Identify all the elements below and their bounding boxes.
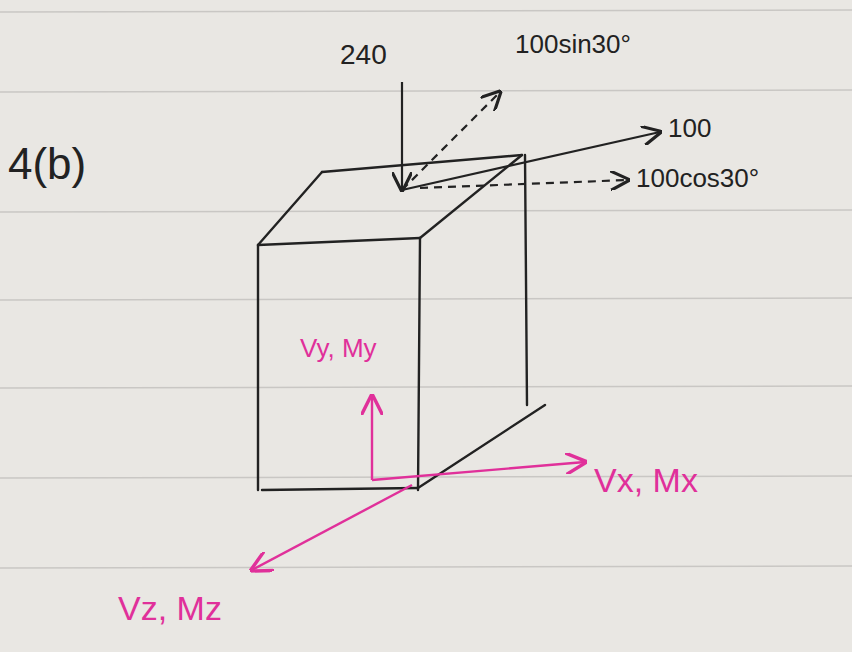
block-outline <box>258 155 545 490</box>
reaction-label: Vx, Mx <box>594 462 698 499</box>
force-label: 100 <box>668 114 711 143</box>
problem-number: 4(b) <box>8 140 86 188</box>
reaction-label: Vy, My <box>300 334 377 363</box>
reaction-label: Vz, Mz <box>118 590 222 627</box>
force-label: 240 <box>340 40 387 71</box>
force-component-label: 100cos30° <box>636 164 759 193</box>
load-arrows <box>402 82 660 190</box>
reaction-arrows <box>252 396 585 570</box>
paper-rules <box>0 10 852 568</box>
force-component-label: 100sin30° <box>515 30 631 59</box>
